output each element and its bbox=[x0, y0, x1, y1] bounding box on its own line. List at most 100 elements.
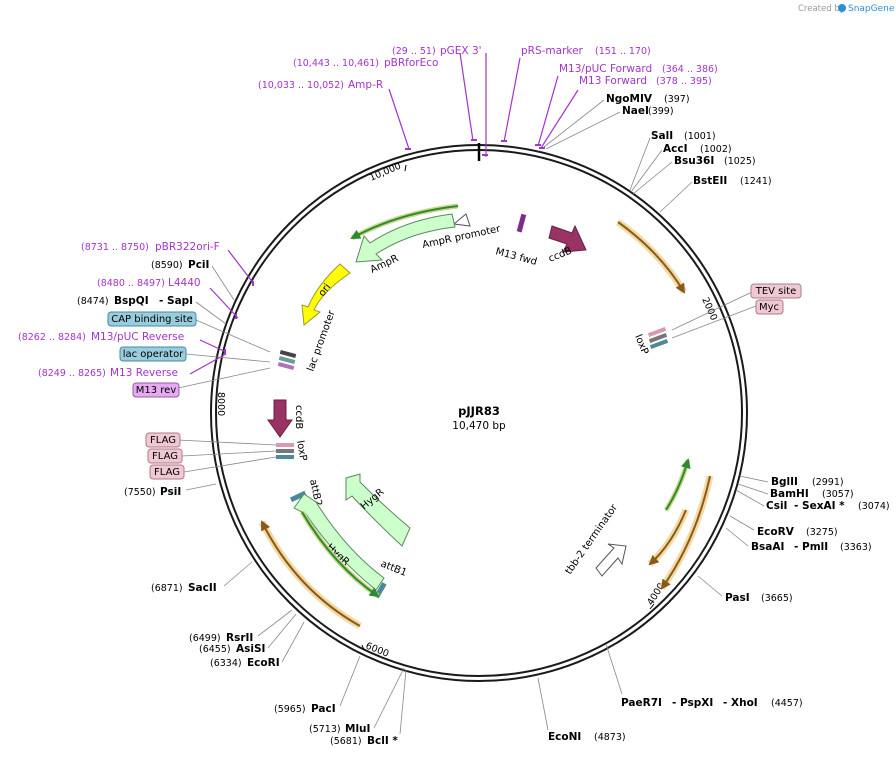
site-ngomiv-pos: (397) bbox=[664, 94, 690, 105]
cap-binding-site-box bbox=[107, 311, 197, 327]
primer-m13puc-rev-name: M13/pUC Reverse bbox=[91, 331, 184, 343]
site-sali-pos: (1001) bbox=[684, 131, 716, 142]
site-csii-name: CsiI bbox=[766, 500, 787, 512]
primer-pbr322ori-pos: (8731 .. 8750) bbox=[81, 242, 149, 253]
orf-orange-right2 bbox=[648, 509, 687, 566]
site-psii-pos: (7550) bbox=[124, 487, 156, 498]
site-paer7i-pos: (4457) bbox=[771, 698, 803, 709]
loxp-right-1 bbox=[647, 327, 667, 337]
primer-pgex-pos: (29 .. 51) bbox=[392, 46, 436, 57]
primer-m13puc-rev-pos: (8262 .. 8284) bbox=[18, 332, 86, 343]
primer-m13-rev-name: M13 Reverse bbox=[110, 367, 178, 379]
ampr-promoter-arrow bbox=[452, 213, 471, 227]
loxp-left-3 bbox=[276, 455, 294, 459]
m13-rev-label: M13 rev bbox=[136, 385, 177, 396]
site-csii-pos: (3074) bbox=[858, 501, 890, 512]
ccdb-top-arrow bbox=[548, 224, 587, 253]
site-bamhi-pos: (3057) bbox=[822, 489, 854, 500]
site-pcii-name: PciI bbox=[188, 259, 209, 271]
flag-label-2: FLAG bbox=[152, 451, 178, 462]
site-bamhi-name: BamHI bbox=[770, 488, 809, 500]
primer-m13-fwd-name: M13 Forward bbox=[579, 75, 647, 87]
site-pspxi-name: - PspXI bbox=[672, 697, 713, 709]
site-acci-pos: (1002) bbox=[700, 144, 732, 155]
myc-box bbox=[755, 299, 784, 315]
primer-ampr-name: Amp-R bbox=[348, 79, 383, 91]
flag-label-3: FLAG bbox=[154, 467, 180, 478]
site-econi-name: EcoNI bbox=[548, 731, 581, 743]
site-bsteii-name: BstEII bbox=[693, 175, 727, 187]
m13-fwd-marker bbox=[516, 213, 527, 233]
site-rsrii-pos: (6499) bbox=[189, 633, 221, 644]
lac-operator-box bbox=[119, 346, 187, 362]
tev-site-label: TEV site bbox=[755, 286, 797, 297]
site-pmli-name: - PmlI bbox=[794, 541, 828, 553]
site-bglii-pos: (2991) bbox=[812, 477, 844, 488]
tick-8000: 8000 bbox=[215, 392, 226, 416]
credit-text: Created by bbox=[798, 4, 845, 14]
primer-pbrforeco-name: pBRforEco bbox=[384, 57, 438, 69]
snapgene-logo-icon bbox=[838, 4, 846, 12]
site-ecorv-pos: (3275) bbox=[806, 527, 838, 538]
hygr-orf-line bbox=[301, 511, 380, 598]
site-sapi-name: - SapI bbox=[159, 295, 193, 307]
tev-site-box bbox=[750, 283, 802, 299]
primer-pbr322ori-name: pBR322ori-F bbox=[155, 241, 220, 253]
orf-orange-top-halo bbox=[615, 219, 688, 294]
primer-prsmarker-pos: (151 .. 170) bbox=[595, 46, 651, 57]
primer-l4440-pos: (8480 .. 8497) bbox=[97, 278, 165, 289]
site-rsrii-name: RsrII bbox=[226, 632, 253, 644]
flag-label-1: FLAG bbox=[150, 435, 176, 446]
site-mlui-name: MluI bbox=[345, 723, 370, 735]
primer-marks bbox=[224, 139, 545, 354]
primer-pgex-name: pGEX 3' bbox=[440, 45, 482, 57]
site-bcli-name: BclI * bbox=[367, 735, 398, 747]
loxp-left-1 bbox=[276, 443, 294, 447]
tick-10000: 10,000 bbox=[368, 161, 403, 184]
tbb2-arrow bbox=[595, 543, 627, 577]
primer-l4440-name: L4440 bbox=[168, 277, 201, 289]
site-paer7i-name: PaeR7I bbox=[621, 697, 662, 709]
flag-box-2 bbox=[147, 448, 183, 464]
site-ecorv-name: EcoRV bbox=[757, 526, 795, 538]
site-pasi-name: PasI bbox=[725, 592, 750, 604]
orf-green-right bbox=[665, 458, 691, 511]
ccdb-top-label: ccdB bbox=[547, 245, 574, 264]
loxp-left-label: loxP bbox=[294, 440, 308, 462]
primer-leaders bbox=[189, 52, 579, 375]
site-paci-name: PacI bbox=[311, 703, 336, 715]
m13-fwd-label: M13 fwd bbox=[494, 246, 538, 268]
primer-prsmarker-name: pRS-marker bbox=[521, 45, 584, 57]
primer-m13puc-fwd-pos: (364 .. 386) bbox=[662, 64, 718, 75]
site-asisi-name: AsiSI bbox=[236, 643, 265, 655]
site-bglii-name: BglII bbox=[771, 476, 798, 488]
site-bspqi-name: BspQI bbox=[114, 295, 149, 307]
plasmid-name: pJJR83 bbox=[458, 404, 500, 418]
m13-rev-box bbox=[132, 382, 180, 398]
cap-binding-site-label: CAP binding site bbox=[111, 314, 193, 325]
flag-box-1 bbox=[145, 432, 181, 448]
site-naei-name: NaeI bbox=[622, 105, 649, 117]
site-paci-pos: (5965) bbox=[274, 704, 306, 715]
hygr-arrow-inner bbox=[345, 473, 411, 547]
hygr-arrow-lower bbox=[293, 493, 385, 591]
attb2-marker bbox=[289, 490, 307, 503]
orf-orange-left-halo bbox=[258, 520, 362, 630]
orf-orange-right1 bbox=[660, 475, 711, 590]
site-leaders bbox=[185, 99, 769, 735]
credit-brand: SnapGene bbox=[848, 4, 895, 14]
loxp-right-label: loxP bbox=[632, 333, 650, 356]
loxp-left-2 bbox=[276, 449, 294, 453]
loxp-right-3 bbox=[649, 339, 669, 349]
site-sali-name: SalI bbox=[651, 130, 673, 142]
orf-orange-top bbox=[617, 221, 686, 294]
primer-ampr-pos: (10,033 .. 10,052) bbox=[258, 80, 344, 91]
primer-pbrforeco-pos: (10,443 .. 10,461) bbox=[293, 58, 379, 69]
lac-block-2 bbox=[278, 355, 296, 365]
ampr-orf-line bbox=[350, 205, 459, 239]
site-bsteii-pos: (1241) bbox=[740, 176, 772, 187]
site-ngomiv-name: NgoMIV bbox=[606, 93, 653, 105]
site-pasi-pos: (3665) bbox=[761, 593, 793, 604]
orf-orange-right1-halo bbox=[659, 475, 714, 591]
